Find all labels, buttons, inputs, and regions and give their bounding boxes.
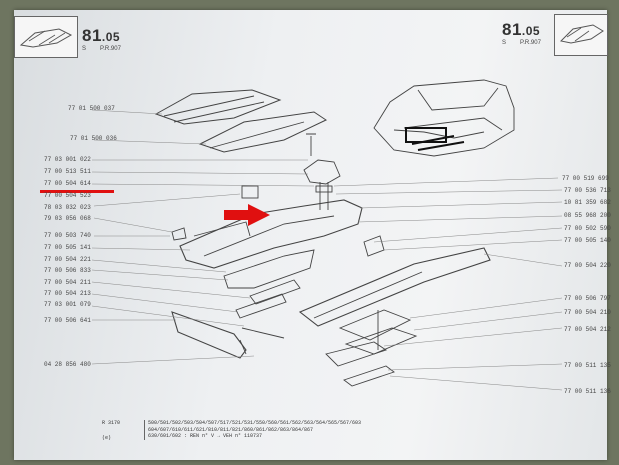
part-number-right-11: 77 00 511 135 [564, 362, 611, 369]
footer-applicability: 500/501/502/503/504/507/517/521/531/550/… [144, 420, 361, 440]
part-number-right-8: 77 00 506 797 [564, 295, 611, 302]
highlight-underline [40, 190, 114, 193]
left-code: S [82, 46, 87, 52]
right-header: 81.05 S P.R.907 [502, 20, 541, 46]
left-page-number: 81 [82, 26, 102, 45]
part-number-left-16: 77 00 506 641 [44, 317, 91, 324]
part-number-left-8: 79 03 056 068 [44, 215, 91, 222]
part-number-right-10: 77 00 504 212 [564, 326, 611, 333]
right-code: S [502, 40, 507, 46]
right-ref: P.R.907 [520, 40, 541, 46]
part-number-left-6: 77 00 504 523 [44, 192, 91, 199]
part-number-right-12: 77 00 511 136 [564, 388, 611, 395]
part-number-left-15: 77 03 001 079 [44, 301, 91, 308]
part-number-left-12: 77 00 506 833 [44, 267, 91, 274]
part-number-left-11: 77 00 504 221 [44, 256, 91, 263]
part-number-left-3: 77 03 001 022 [44, 156, 91, 163]
part-number-left-4: 77 00 513 511 [44, 168, 91, 175]
footer-line-1: 500/501/502/503/504/507/517/521/531/550/… [148, 420, 362, 426]
left-page-sub: .05 [101, 30, 121, 44]
highlight-arrow-icon [224, 204, 270, 226]
footer-ref: R 3170 [102, 420, 121, 426]
part-number-left-17: 04 28 856 480 [44, 361, 91, 368]
part-number-right-2: 77 00 536 713 [564, 187, 611, 194]
part-number-right-4: 08 55 968 200 [564, 212, 611, 219]
part-number-left-7: 78 03 032 023 [44, 204, 91, 211]
footer-line-3: 630/601/602 : REN n° V → VEH n° 110737 [148, 433, 263, 439]
right-page-number: 81 [502, 20, 522, 39]
part-number-right-1: 77 00 519 699 [562, 175, 609, 182]
part-number-left-2: 77 01 500 036 [70, 135, 117, 142]
part-number-left-10: 77 00 505 141 [44, 244, 91, 251]
part-number-right-5: 77 00 502 590 [564, 225, 611, 232]
left-ref: P.R.907 [100, 46, 121, 52]
thumbnail-left [14, 16, 78, 58]
part-number-right-9: 77 00 504 210 [564, 309, 611, 316]
right-page-sub: .05 [521, 24, 541, 38]
part-number-left-14: 77 00 504 213 [44, 290, 91, 297]
part-number-left-1: 77 01 500 037 [68, 105, 115, 112]
chassis-thumbnail-right-icon [559, 24, 604, 44]
thumbnail-right [554, 14, 608, 56]
car-outline-icon [373, 79, 515, 157]
exploded-diagram [91, 79, 563, 391]
part-number-right-7: 77 00 504 220 [564, 262, 611, 269]
left-header: 81.05 S P.R.907 [82, 26, 121, 52]
part-number-right-6: 77 00 505 140 [564, 237, 611, 244]
catalog-page: 81.05 S P.R.907 81.05 S P.R.907 [14, 10, 611, 460]
footer-line-2: 604/607/610/611/621/810/811/821/860/861/… [148, 426, 314, 433]
footer-reference: R 3170 (e) [102, 420, 120, 441]
part-number-left-13: 77 00 504 211 [44, 279, 91, 286]
part-number-left-5: 77 00 504 614 [44, 180, 91, 187]
footer-circled: (e) [102, 434, 112, 441]
part-number-right-3: 10 81 359 682 [564, 199, 611, 206]
part-number-left-9: 77 00 503 740 [44, 232, 91, 239]
chassis-thumbnail-icon [19, 28, 73, 48]
